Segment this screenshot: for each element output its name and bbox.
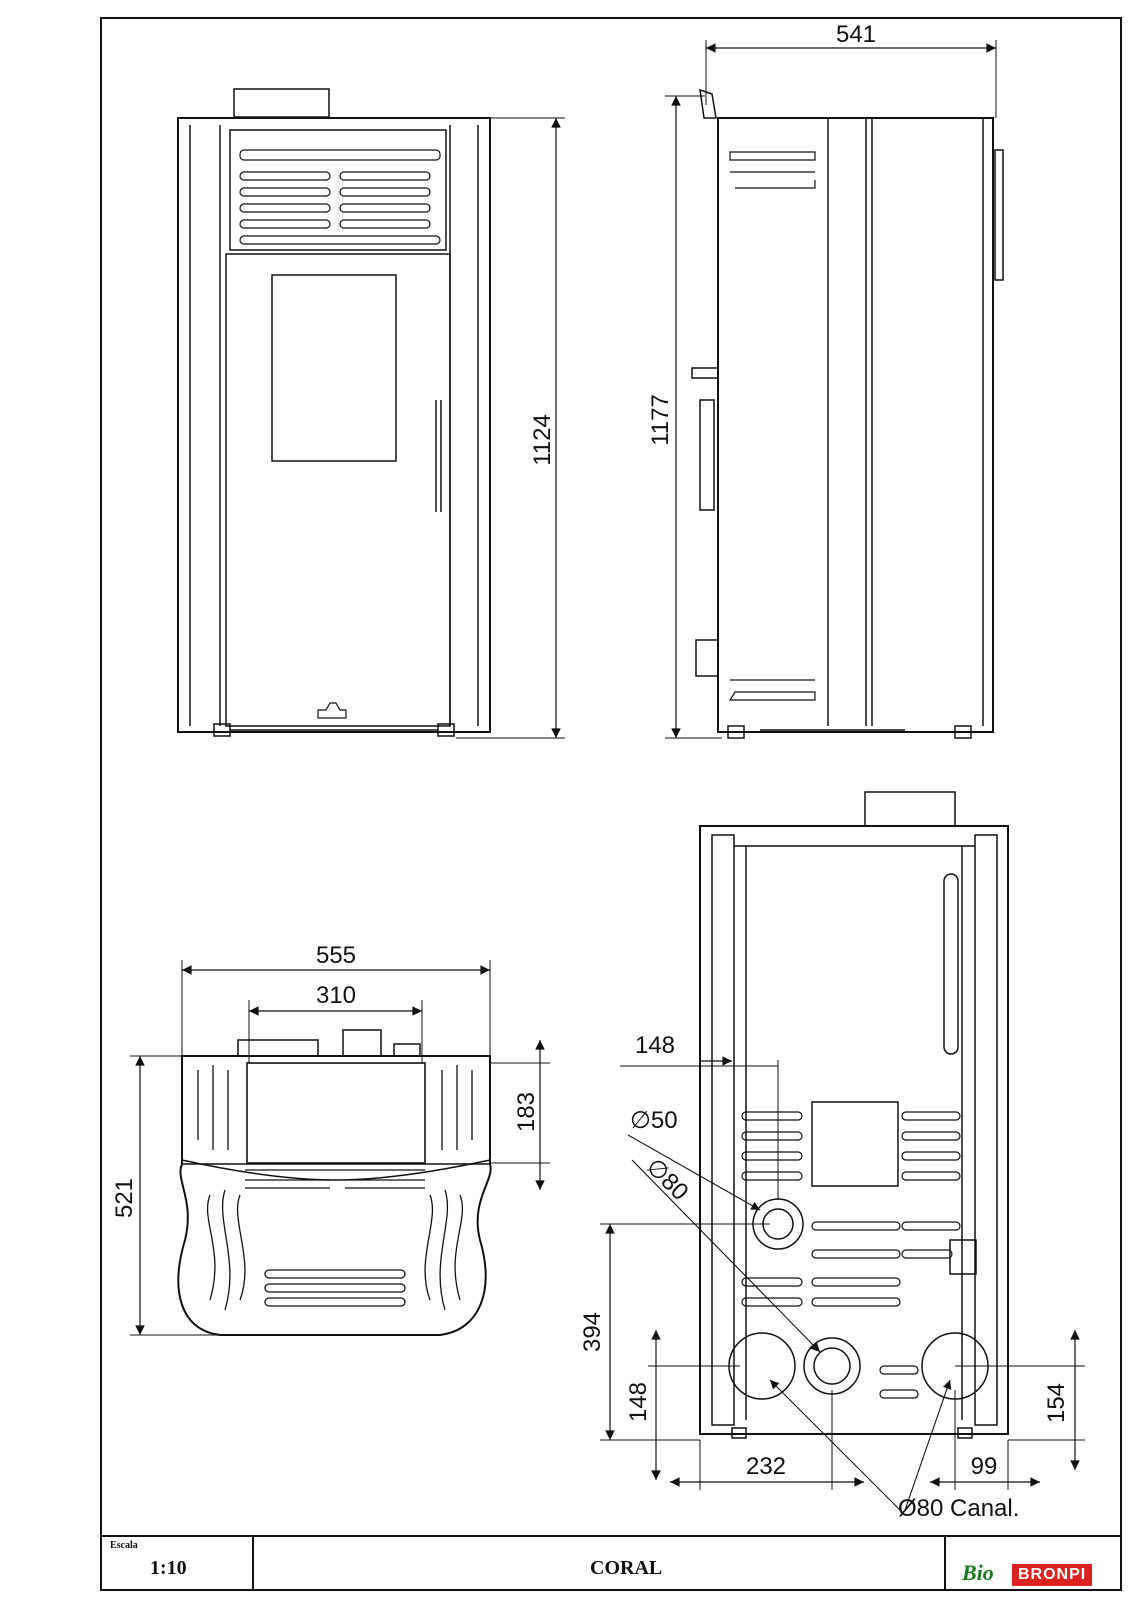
dim-phi80: ∅80 xyxy=(641,1153,694,1206)
dim-canal: Ø80 Canal. xyxy=(898,1495,1019,1522)
dim-232: 232 xyxy=(746,1453,786,1480)
dim-541: 541 xyxy=(836,21,876,48)
top-view xyxy=(177,1029,492,1336)
exhaust-outlet-center-icon xyxy=(803,1337,861,1395)
model-name: CORAL xyxy=(590,1557,663,1579)
logo-bio: Bio xyxy=(962,1560,994,1585)
scale-value: 1:10 xyxy=(150,1557,187,1579)
dim-1177: 1177 xyxy=(647,394,674,446)
side-view xyxy=(691,88,1004,739)
dim-394: 394 xyxy=(579,1312,606,1352)
scale-label: Escala xyxy=(110,1540,138,1551)
back-view xyxy=(699,791,1009,1439)
dim-148-upper: 148 xyxy=(635,1032,675,1059)
drawing-border xyxy=(100,17,1122,1591)
front-view xyxy=(177,88,491,737)
dim-310: 310 xyxy=(316,982,356,1009)
dim-521: 521 xyxy=(111,1178,138,1218)
dim-1124: 1124 xyxy=(529,414,556,466)
dim-phi50: ∅50 xyxy=(630,1107,678,1134)
brand-logo: Bio BRONPI xyxy=(962,1550,1122,1590)
dim-154: 154 xyxy=(1043,1383,1070,1423)
dim-148-lower: 148 xyxy=(625,1382,652,1422)
logo-brand: BRONPI xyxy=(1012,1564,1093,1586)
dim-555: 555 xyxy=(316,942,356,969)
dim-183: 183 xyxy=(513,1092,540,1132)
dim-99: 99 xyxy=(971,1453,998,1480)
